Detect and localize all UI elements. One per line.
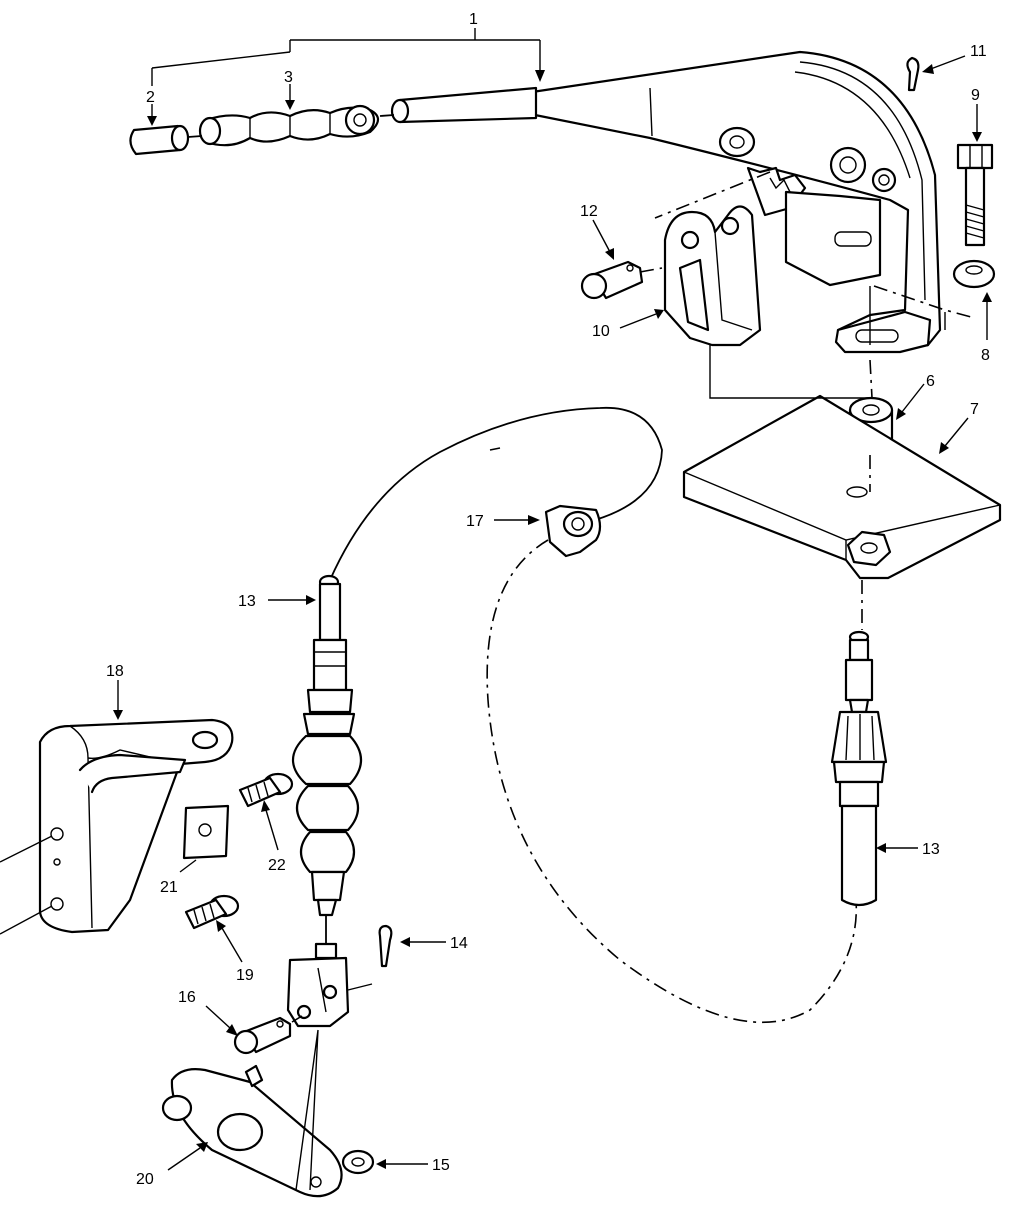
callout-16: 16 [178, 989, 196, 1006]
callout-15: 15 [432, 1157, 450, 1174]
lever-plate-part-20 [161, 1029, 343, 1198]
bolt-part-9 [956, 143, 994, 247]
callout-1: 1 [469, 11, 478, 28]
callout-14: 14 [450, 935, 468, 952]
callout-labels: 1 2 3 6 7 8 9 10 11 12 13 13 14 15 16 17… [106, 11, 990, 1188]
cable-clip-part-17 [544, 504, 602, 558]
callout-17: 17 [466, 513, 484, 530]
callout-9: 9 [971, 87, 980, 104]
washer-part-15 [341, 1149, 375, 1175]
cotter-pin-part-11 [906, 56, 920, 92]
callout-13a: 13 [238, 593, 256, 610]
cable-part-13 [286, 406, 888, 1028]
callout-18: 18 [106, 663, 124, 680]
bolt-part-22 [238, 772, 294, 808]
clevis-pin-part-12 [580, 260, 644, 300]
assembly-lines [639, 171, 976, 630]
callout-leaders [113, 28, 992, 1171]
callout-3: 3 [284, 69, 293, 86]
clevis-bracket-part-10 [663, 205, 762, 347]
callout-13b: 13 [922, 841, 940, 858]
brake-lever [530, 50, 942, 354]
bolt-part-19 [184, 894, 240, 930]
callout-21: 21 [160, 879, 178, 896]
rubber-grip-part-3 [198, 104, 380, 147]
callout-10: 10 [592, 323, 610, 340]
callout-22: 22 [268, 857, 286, 874]
plate-part-21 [182, 804, 230, 860]
mounting-plate-part-7 [682, 394, 1002, 580]
callout-6: 6 [926, 373, 935, 390]
lever-grip [379, 86, 538, 124]
callout-8: 8 [981, 347, 990, 364]
washer-part-8 [952, 259, 996, 289]
callout-7: 7 [970, 401, 979, 418]
callout-12: 12 [580, 203, 598, 220]
callout-19: 19 [236, 967, 254, 984]
bracket-part-18 [0, 718, 234, 935]
plug-part-2 [129, 124, 203, 156]
clevis-pin-part-16 [233, 1015, 303, 1055]
callout-11: 11 [970, 43, 987, 60]
callout-2: 2 [146, 89, 155, 106]
callout-20: 20 [136, 1171, 154, 1188]
cotter-pin-part-14 [378, 924, 393, 968]
